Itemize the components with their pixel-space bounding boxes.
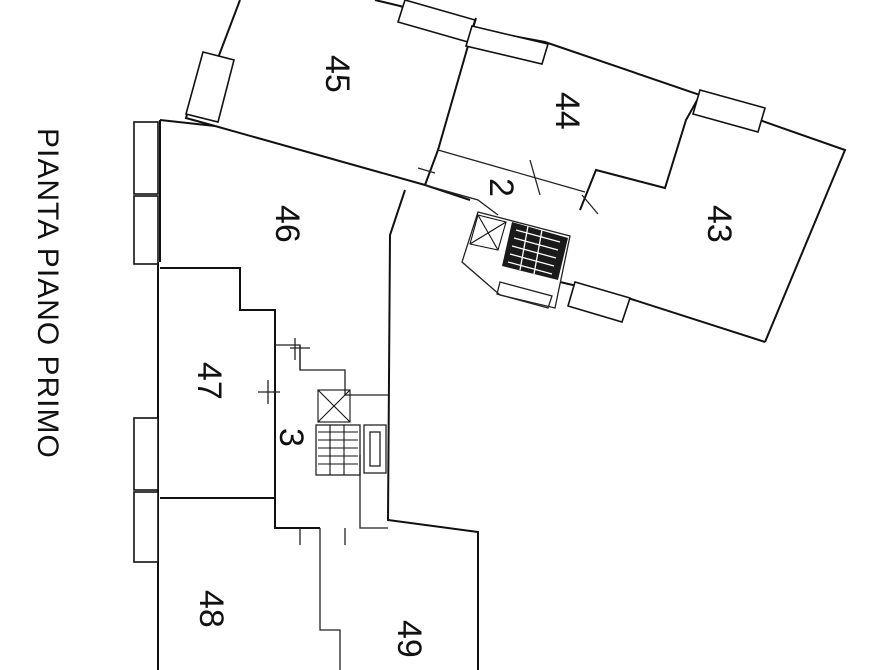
plan-title: PIANTA PIANO PRIMO [31, 128, 64, 459]
room-number-44: 44 [548, 92, 586, 130]
room-number-46: 46 [268, 205, 306, 243]
room-number-3: 3 [272, 428, 310, 447]
room-number-49: 49 [390, 620, 428, 658]
room-number-47: 47 [190, 362, 228, 400]
room-number-2: 2 [482, 178, 520, 197]
room-number-45: 45 [318, 55, 356, 93]
upper-wing [184, 0, 847, 343]
lower-wing [133, 119, 479, 670]
room-number-43: 43 [700, 205, 738, 243]
room-number-48: 48 [192, 590, 230, 628]
